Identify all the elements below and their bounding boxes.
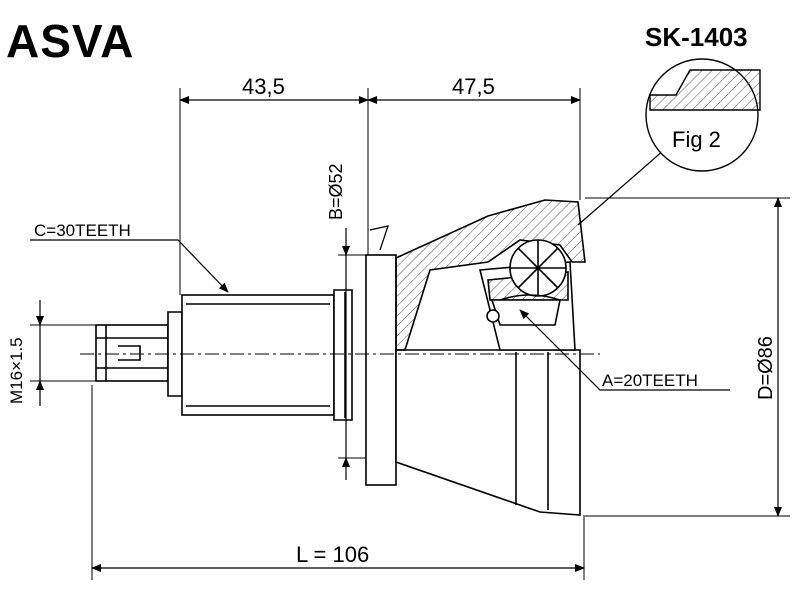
label-a-teeth: A=20TEETH: [602, 371, 698, 390]
housing-section: [395, 199, 586, 351]
joint-body: [95, 199, 586, 516]
dim-label-b-52: B=Ø52: [326, 163, 346, 220]
dim-label-43-5: 43,5: [242, 74, 285, 99]
dim-label-47-5: 47,5: [452, 74, 495, 99]
dim-label-l-106: L = 106: [296, 542, 369, 567]
splined-shaft: [181, 294, 335, 416]
brand-logo: ASVA: [6, 15, 135, 67]
label-c-teeth: C=30TEETH: [34, 221, 131, 240]
dim-label-m16: M16×1.5: [7, 337, 26, 404]
leader-a-teeth: [519, 309, 730, 391]
section-mark: [369, 225, 389, 251]
fig-label: Fig 2: [672, 127, 721, 152]
part-number: SK-1403: [645, 22, 748, 52]
leader-fig: [577, 149, 665, 226]
leader-c-teeth: [30, 239, 229, 293]
dim-label-d-86: D=Ø86: [755, 336, 777, 400]
flange: [365, 254, 397, 486]
threaded-tip: [95, 324, 169, 382]
